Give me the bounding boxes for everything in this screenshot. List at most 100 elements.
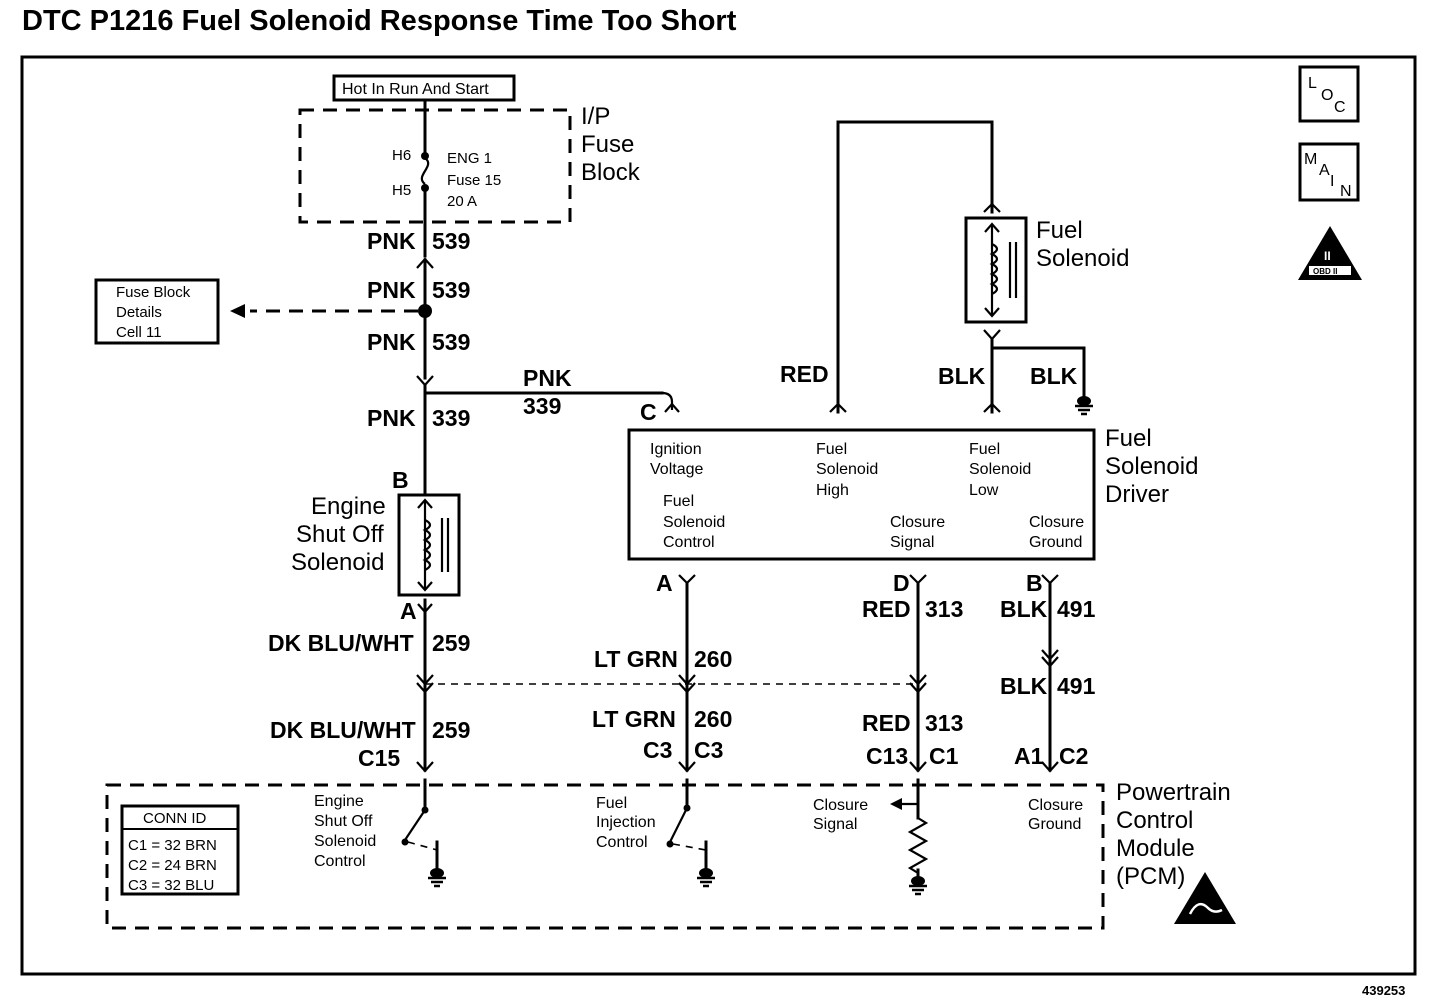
esd-warning-icon xyxy=(1174,872,1236,924)
pcm-outline xyxy=(105,783,1105,930)
ip-fuse-block-label-2: Fuse xyxy=(581,131,634,158)
fuse-details-arrow xyxy=(230,304,245,318)
loc-icon: L O C xyxy=(1298,65,1360,123)
wire-ltgrn260-b-circuit: 260 xyxy=(694,706,732,732)
wire-red-top: RED xyxy=(780,361,829,387)
pcm-fic-3: Control xyxy=(596,834,648,851)
wire-pnk539-b-color: PNK xyxy=(367,277,416,303)
pcm-eso-ctrl-4: Control xyxy=(314,853,366,870)
fsd-cgnd-2: Ground xyxy=(1029,534,1082,551)
fsd-ctrl-2: Solenoid xyxy=(663,514,725,531)
eso-label-1: Engine xyxy=(311,493,386,520)
fsd-label-2: Solenoid xyxy=(1105,453,1198,480)
wire-dkblu259-a-color: DK BLU/WHT xyxy=(268,630,414,656)
driver-pin-c-connector xyxy=(664,402,680,413)
fuel-solenoid-driver xyxy=(627,428,1096,561)
fuse-details-1: Fuse Block xyxy=(116,284,191,301)
driver-pin-c: C xyxy=(640,399,657,425)
pcm-conn-c3-right: C3 xyxy=(694,737,723,763)
pcm-fic-2: Injection xyxy=(596,814,656,831)
fuel-solenoid-label-1: Fuel xyxy=(1036,217,1083,244)
ground-icon xyxy=(1073,390,1095,416)
fuse-label-3: 20 A xyxy=(447,193,477,210)
pcm-eso-ctrl-2: Shut Off xyxy=(314,813,373,830)
conn-id-table xyxy=(120,804,240,896)
wire-red313-b-circuit: 313 xyxy=(925,710,963,736)
conn-id-row-1: C1 = 32 BRN xyxy=(128,837,217,854)
obd-icon-ii: II xyxy=(1324,249,1331,263)
ip-fuse-block-label-3: Block xyxy=(581,159,641,186)
main-icon-i: I xyxy=(1330,173,1334,190)
fuse-details-2: Details xyxy=(116,304,162,321)
fuse-label-1: ENG 1 xyxy=(447,150,492,167)
fsd-csig-2: Signal xyxy=(890,534,934,551)
fsd-ign-2: Voltage xyxy=(650,461,703,478)
fuse-pin-h5: H5 xyxy=(392,182,411,199)
pcm-conn-c3-left: C3 xyxy=(643,737,672,763)
wire-ltgrn260-a-circuit: 260 xyxy=(694,646,732,672)
main-icon-a: A xyxy=(1319,162,1330,179)
wire-pnk339-vert-color: PNK xyxy=(367,405,416,431)
fsd-pin-d: D xyxy=(893,570,910,596)
wire-pnk539-c-circuit: 539 xyxy=(432,329,470,355)
pcm-label-1: Powertrain xyxy=(1116,779,1231,806)
wire-dkblu259-a-circuit: 259 xyxy=(432,630,470,656)
main-icon-m: M xyxy=(1304,151,1317,168)
pcm-label-4: (PCM) xyxy=(1116,863,1185,890)
ip-fuse-block-label-1: I/P xyxy=(581,103,610,130)
pcm-eso-ctrl-1: Engine xyxy=(314,793,364,810)
fsd-label-1: Fuel xyxy=(1105,425,1152,452)
wire-ltgrn260-a-color: LT GRN xyxy=(594,646,678,672)
wire-blk491-a-color: BLK xyxy=(1000,596,1048,622)
wire-red313-a-circuit: 313 xyxy=(925,596,963,622)
conn-id-row-3: C3 = 32 BLU xyxy=(128,877,214,894)
pcm-conn-c13: C13 xyxy=(866,743,908,769)
wire-pnk339-branch-color: PNK xyxy=(523,365,572,391)
pcm-eso-ctrl-3: Solenoid xyxy=(314,833,376,850)
pcm-label-3: Module xyxy=(1116,835,1195,862)
fsd-pin-a: A xyxy=(656,570,673,596)
fsd-low-3: Low xyxy=(969,482,999,499)
wire-blk-top: BLK xyxy=(938,363,986,389)
pcm-conn-c2: C2 xyxy=(1059,743,1088,769)
diagram-title: DTC P1216 Fuel Solenoid Response Time To… xyxy=(22,5,737,37)
fuse-pin-h6: H6 xyxy=(392,147,411,164)
fuel-solenoid-coil-icon xyxy=(989,243,999,295)
eso-label-2: Shut Off xyxy=(296,521,384,548)
fuse-block-details-box xyxy=(94,278,220,345)
ip-fuse-block-outline xyxy=(298,108,572,224)
main-icon-n: N xyxy=(1340,183,1352,200)
fsd-csig-1: Closure xyxy=(890,514,945,531)
fuel-solenoid-label-2: Solenoid xyxy=(1036,245,1129,272)
fuel-injection-driver-switch xyxy=(666,778,717,888)
pcm-csig-2: Signal xyxy=(813,816,857,833)
loc-icon-l: L xyxy=(1308,75,1317,92)
wire-pnk339-branch-circuit: 339 xyxy=(523,393,561,419)
pcm-cgnd-1: Closure xyxy=(1028,797,1083,814)
eso-driver-switch xyxy=(401,778,448,888)
wire-pnk539-a-color: PNK xyxy=(367,228,416,254)
pcm-conn-a1: A1 xyxy=(1014,743,1044,769)
fsd-high-2: Solenoid xyxy=(816,461,878,478)
fsd-ctrl-3: Control xyxy=(663,534,715,551)
wire-dkblu259-b-circuit: 259 xyxy=(432,717,470,743)
fsd-pin-b: B xyxy=(1026,570,1043,596)
main-icon: M A I N xyxy=(1298,142,1360,202)
eso-coil-icon xyxy=(422,519,432,571)
loc-icon-o: O xyxy=(1321,87,1333,104)
conn-id-row-2: C2 = 24 BRN xyxy=(128,857,217,874)
fuse-symbol xyxy=(420,157,430,185)
fsd-ctrl-1: Fuel xyxy=(663,493,694,510)
fsd-label-3: Driver xyxy=(1105,481,1169,508)
fsd-high-1: Fuel xyxy=(816,441,847,458)
eso-pin-b: B xyxy=(392,467,409,493)
splice-pnk539 xyxy=(418,304,432,318)
closure-signal-resistor xyxy=(890,778,929,896)
fsd-low-1: Fuel xyxy=(969,441,1000,458)
hot-in-run-label: Hot In Run And Start xyxy=(342,81,489,98)
conn-id-title: CONN ID xyxy=(143,810,207,827)
wire-pnk539-c-color: PNK xyxy=(367,329,416,355)
wire-pnk339-vert-circuit: 339 xyxy=(432,405,470,431)
fsd-ign-1: Ignition xyxy=(650,441,702,458)
